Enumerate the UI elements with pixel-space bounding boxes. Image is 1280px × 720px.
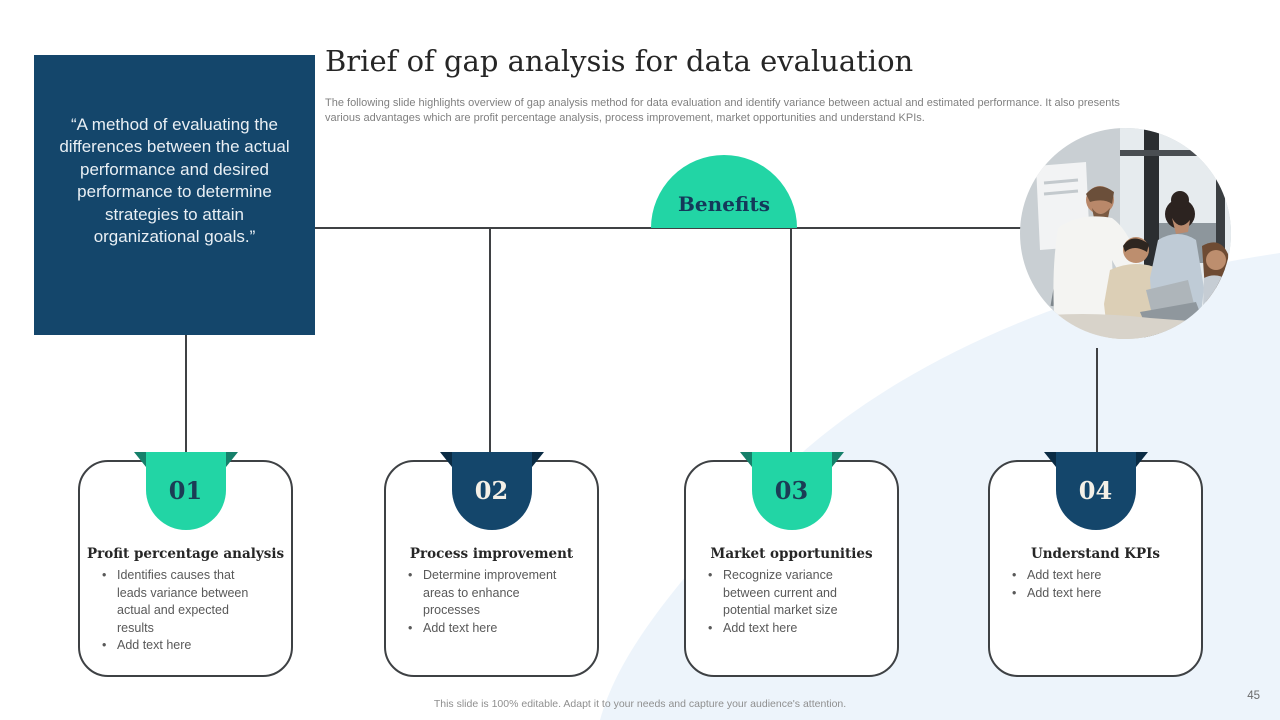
team-photo (1020, 128, 1231, 339)
ribbon-badge-2: 02 (439, 452, 544, 534)
benefit-card-4: 04 Understand KPIs Add text here Add tex… (988, 452, 1203, 677)
benefit-card-3: 03 Market opportunities Recognize varian… (684, 452, 899, 677)
page-title: Brief of gap analysis for data evaluatio… (325, 44, 914, 78)
team-photo-illustration (1020, 128, 1231, 339)
bullet-item: Add text here (1010, 585, 1167, 603)
card-number: 01 (168, 476, 203, 505)
ribbon-shape (133, 452, 238, 530)
bullet-item: Recognize variance between current and p… (706, 567, 863, 620)
connector-vertical-3 (790, 228, 792, 454)
card-title: Process improvement (409, 546, 574, 562)
ribbon-badge-4: 04 (1043, 452, 1148, 534)
ribbon-shape (739, 452, 844, 530)
card-bullets: Recognize variance between current and p… (706, 567, 887, 637)
card-number: 02 (474, 476, 509, 505)
bullet-item: Add text here (406, 620, 563, 638)
connector-vertical-1 (185, 334, 187, 454)
ribbon-badge-3: 03 (739, 452, 844, 534)
card-title: Market opportunities (710, 546, 873, 562)
connector-horizontal (315, 227, 1022, 229)
benefit-card-1: 01 Profit percentage analysis Identifies… (78, 452, 293, 677)
card-title: Profit percentage analysis (86, 546, 285, 562)
ribbon-shape (1043, 452, 1148, 530)
card-number: 03 (774, 476, 809, 505)
bullet-item: Identifies causes that leads variance be… (100, 567, 257, 637)
bullet-item: Determine improvement areas to enhance p… (406, 567, 563, 620)
bullet-item: Add text here (100, 637, 257, 655)
card-bullets: Add text here Add text here (1010, 567, 1191, 602)
slide-subtitle: The following slide highlights overview … (325, 97, 1120, 124)
connector-vertical-2 (489, 228, 491, 454)
bullet-item: Add text here (706, 620, 863, 638)
card-bullets: Determine improvement areas to enhance p… (406, 567, 587, 637)
benefit-card-2: 02 Process improvement Determine improve… (384, 452, 599, 677)
ribbon-shape (439, 452, 544, 530)
benefits-label: Benefits (678, 192, 770, 216)
card-bullets: Identifies causes that leads variance be… (100, 567, 281, 655)
page-number: 45 (1247, 690, 1260, 702)
connector-vertical-4 (1096, 348, 1098, 454)
footer-note: This slide is 100% editable. Adapt it to… (433, 698, 847, 710)
quote-text: “A method of evaluating the differences … (59, 114, 290, 247)
quote-box: “A method of evaluating the differences … (34, 55, 315, 335)
card-title: Understand KPIs (1030, 546, 1161, 562)
bullet-item: Add text here (1010, 567, 1167, 585)
card-number: 04 (1078, 476, 1113, 505)
ribbon-badge-1: 01 (133, 452, 238, 534)
